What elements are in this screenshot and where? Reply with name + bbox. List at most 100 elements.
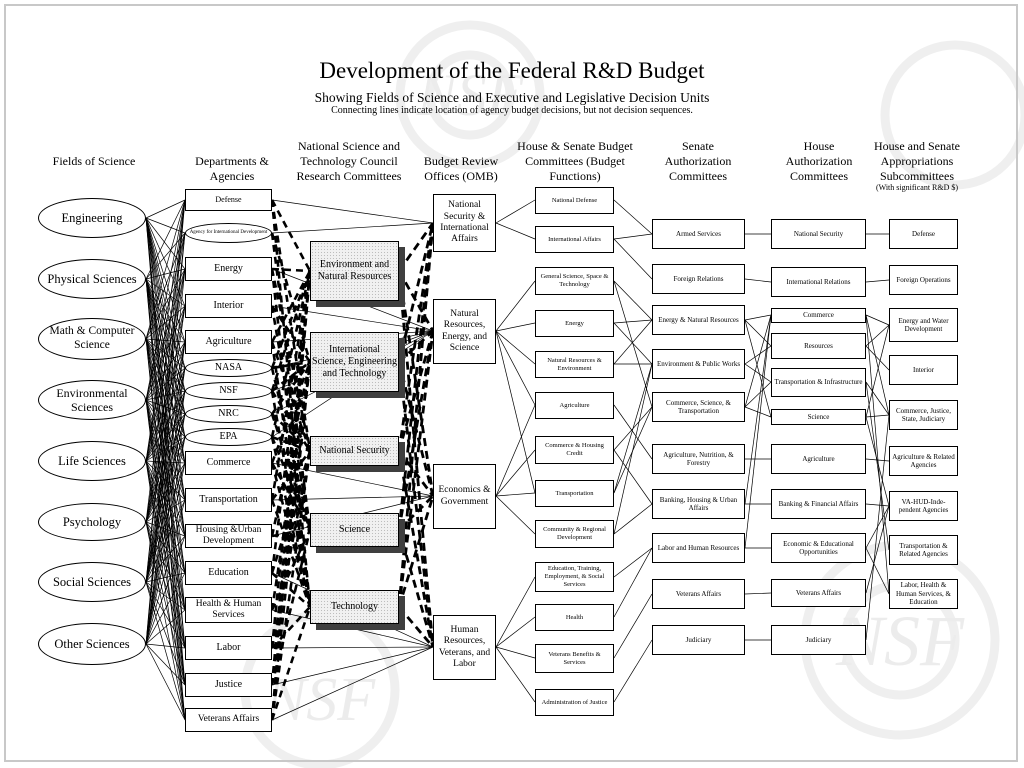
connector-line [271,495,434,501]
connector-line [145,581,186,649]
connector-line [744,319,772,347]
senate-energy-natural-resources: Energy & Natural Resources [652,305,745,335]
connector-line [495,646,536,659]
connector-line [145,217,186,438]
connector-line [145,217,186,369]
budget-natural-resources-environment: Natural Resources & Environment [535,351,614,378]
connector-line [270,361,312,415]
connector-line [865,505,890,549]
connector-line [865,279,890,283]
connector-line [145,217,186,611]
connector-line [270,270,312,438]
connector-line [270,341,312,452]
field-environmental-sciences: Environmental Sciences [38,380,146,420]
connector-line [145,278,186,464]
connector-line [145,232,186,401]
connector-line [495,330,536,365]
connector-line [145,217,186,649]
omb-natural-resources-energy-science: Natural Resources, Energy, and Science [433,299,496,364]
connector-line [145,338,186,611]
connector-line [270,268,312,452]
connector-line [397,270,435,648]
house-judiciary: Judiciary [771,625,866,655]
connector-line [495,646,536,703]
nstc-international-science-engineering-technology: International Science, Engineering and T… [310,332,399,392]
connector-line [613,639,653,703]
connector-line [397,222,435,452]
connector-line [145,268,186,523]
connector-line [145,338,186,392]
connector-line [145,367,186,583]
connector-line [145,232,186,462]
connector-line [145,499,186,583]
connector-line [145,436,186,523]
connector-line [271,646,434,721]
connector-line [145,413,186,645]
connector-line [145,390,186,645]
connector-line [495,222,536,240]
approp-interior: Interior [889,355,958,385]
connector-line [865,458,890,462]
connector-line [145,278,186,686]
connector-line [145,217,186,537]
connector-line [145,268,186,340]
connector-line [145,460,186,464]
connector-line [744,406,772,418]
connector-line [145,581,186,686]
connector-line [145,399,186,649]
connector-line [145,199,186,280]
connector-line [270,199,312,452]
connector-line [397,222,435,272]
connector-line [145,499,186,523]
connector-line [613,199,653,235]
connector-line [145,399,186,686]
connector-line [145,232,186,280]
connector-line [495,280,536,332]
connector-line [145,199,186,401]
connector-line [397,330,435,531]
connector-line [270,361,312,537]
connector-line [145,521,186,574]
senate-commerce-science-transportation: Commerce, Science, & Transportation [652,392,745,422]
connector-line [744,314,772,549]
senate-banking-housing-urban-affairs: Banking, Housing & Urban Affairs [652,489,745,519]
connector-line [270,436,312,531]
connector-line [270,270,312,721]
connector-line [865,381,890,416]
connector-line [271,646,434,686]
connector-line [145,217,186,392]
connector-line [865,416,890,507]
dept-veterans-affairs: Veterans Affairs [185,708,272,732]
dept-commerce: Commerce [185,451,272,475]
house-transportation-infrastructure: Transportation & Infrastructure [771,368,866,397]
connector-line [270,450,312,574]
connector-line [865,414,890,641]
connector-line [270,305,312,531]
connector-line [397,222,435,531]
connector-line [145,278,186,307]
header-departments-agencies: Departments & Agencies [195,154,269,183]
budget-general-science-space-technology: General Science, Space & Technology [535,267,614,295]
approp-foreign-operations: Foreign Operations [889,265,958,295]
house-international-relations: International Relations [771,267,866,297]
connector-line [145,278,186,392]
connector-line [744,314,772,505]
dept-energy: Energy [185,257,272,281]
connector-line [271,462,434,497]
connector-line [145,521,186,721]
dept-interior: Interior [185,294,272,318]
connector-line [145,305,186,340]
connector-line [145,338,186,415]
connector-line [613,280,653,321]
connector-line [613,593,653,659]
connector-line [613,406,653,494]
connector-line [145,232,186,645]
connector-line [865,414,890,418]
connector-line [270,450,312,649]
connector-line [271,572,311,608]
connector-line [495,199,536,224]
approp-energy-water-development: Energy and Water Development [889,308,958,342]
connector-line [397,361,435,497]
connector-line [145,232,186,583]
